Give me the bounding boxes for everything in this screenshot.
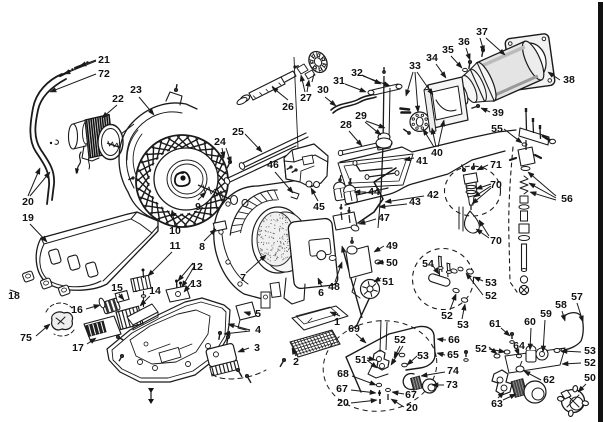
svg-text:12: 12 [191, 261, 203, 273]
svg-text:69: 69 [348, 323, 360, 335]
svg-text:67: 67 [336, 383, 348, 395]
svg-text:11: 11 [169, 240, 180, 252]
svg-text:68: 68 [337, 368, 349, 380]
svg-text:24: 24 [214, 136, 226, 148]
svg-text:6: 6 [318, 287, 324, 299]
svg-text:52: 52 [394, 334, 406, 346]
svg-text:48: 48 [328, 281, 340, 293]
svg-text:45: 45 [313, 201, 325, 213]
svg-text:53: 53 [457, 319, 469, 331]
svg-text:52: 52 [475, 343, 487, 355]
svg-text:56: 56 [561, 193, 573, 205]
svg-text:1: 1 [334, 316, 340, 328]
svg-text:71: 71 [490, 159, 502, 171]
svg-text:62: 62 [543, 374, 555, 386]
svg-text:30: 30 [317, 84, 329, 96]
svg-text:57: 57 [571, 291, 583, 303]
svg-text:20: 20 [22, 196, 34, 208]
svg-text:15: 15 [111, 282, 123, 294]
svg-text:72: 72 [98, 68, 110, 80]
svg-text:51: 51 [382, 276, 394, 288]
svg-text:4: 4 [255, 324, 261, 336]
svg-text:13: 13 [190, 278, 202, 290]
svg-text:50: 50 [584, 372, 596, 384]
svg-text:55: 55 [491, 123, 503, 135]
svg-text:65: 65 [447, 349, 459, 361]
svg-text:21: 21 [98, 54, 110, 66]
svg-text:70: 70 [490, 235, 502, 247]
svg-text:25: 25 [232, 126, 244, 138]
svg-text:74: 74 [447, 365, 459, 377]
svg-text:31: 31 [333, 75, 345, 87]
svg-text:63: 63 [491, 398, 503, 410]
svg-text:75: 75 [20, 332, 32, 344]
svg-text:53: 53 [417, 350, 429, 362]
svg-text:51: 51 [355, 354, 367, 366]
svg-text:23: 23 [130, 84, 142, 96]
svg-text:8: 8 [199, 241, 205, 253]
svg-text:19: 19 [22, 212, 34, 224]
svg-text:66: 66 [448, 334, 460, 346]
svg-text:17: 17 [72, 342, 84, 354]
svg-text:18: 18 [8, 290, 20, 302]
svg-text:50: 50 [386, 257, 398, 269]
svg-text:7: 7 [240, 272, 246, 284]
svg-text:32: 32 [351, 67, 363, 79]
svg-text:67: 67 [405, 389, 417, 401]
svg-text:53: 53 [485, 277, 497, 289]
svg-text:33: 33 [409, 60, 421, 72]
svg-text:27: 27 [300, 92, 312, 104]
svg-text:64: 64 [513, 340, 525, 352]
svg-text:39: 39 [492, 107, 504, 119]
svg-text:28: 28 [340, 119, 352, 131]
svg-text:16: 16 [71, 304, 83, 316]
svg-text:43: 43 [409, 196, 421, 208]
svg-text:60: 60 [524, 316, 536, 328]
svg-text:35: 35 [442, 44, 454, 56]
svg-text:49: 49 [386, 240, 398, 252]
svg-text:46: 46 [267, 159, 279, 171]
svg-text:61: 61 [489, 318, 501, 330]
svg-text:44: 44 [368, 186, 380, 198]
svg-text:41: 41 [416, 155, 428, 167]
svg-text:53: 53 [584, 345, 596, 357]
svg-text:47: 47 [378, 212, 390, 224]
svg-text:70: 70 [490, 179, 502, 191]
svg-text:54: 54 [422, 258, 434, 270]
svg-text:14: 14 [149, 285, 161, 297]
svg-text:52: 52 [485, 290, 497, 302]
svg-text:9: 9 [195, 201, 201, 213]
svg-text:36: 36 [458, 36, 470, 48]
svg-text:20: 20 [406, 402, 418, 414]
svg-text:3: 3 [254, 342, 260, 354]
svg-text:58: 58 [555, 299, 567, 311]
svg-text:29: 29 [355, 110, 367, 122]
svg-text:26: 26 [282, 101, 294, 113]
svg-text:40: 40 [431, 147, 443, 159]
svg-text:34: 34 [426, 52, 438, 64]
svg-text:42: 42 [427, 189, 439, 201]
svg-text:73: 73 [446, 379, 458, 391]
svg-text:2: 2 [293, 356, 299, 368]
svg-text:20: 20 [337, 397, 349, 409]
svg-text:52: 52 [441, 310, 453, 322]
svg-text:38: 38 [563, 74, 575, 86]
svg-text:52: 52 [584, 357, 596, 369]
svg-text:5: 5 [255, 308, 261, 320]
svg-text:59: 59 [540, 308, 552, 320]
svg-text:10: 10 [169, 225, 181, 237]
svg-text:37: 37 [476, 26, 488, 38]
svg-text:22: 22 [112, 93, 124, 105]
